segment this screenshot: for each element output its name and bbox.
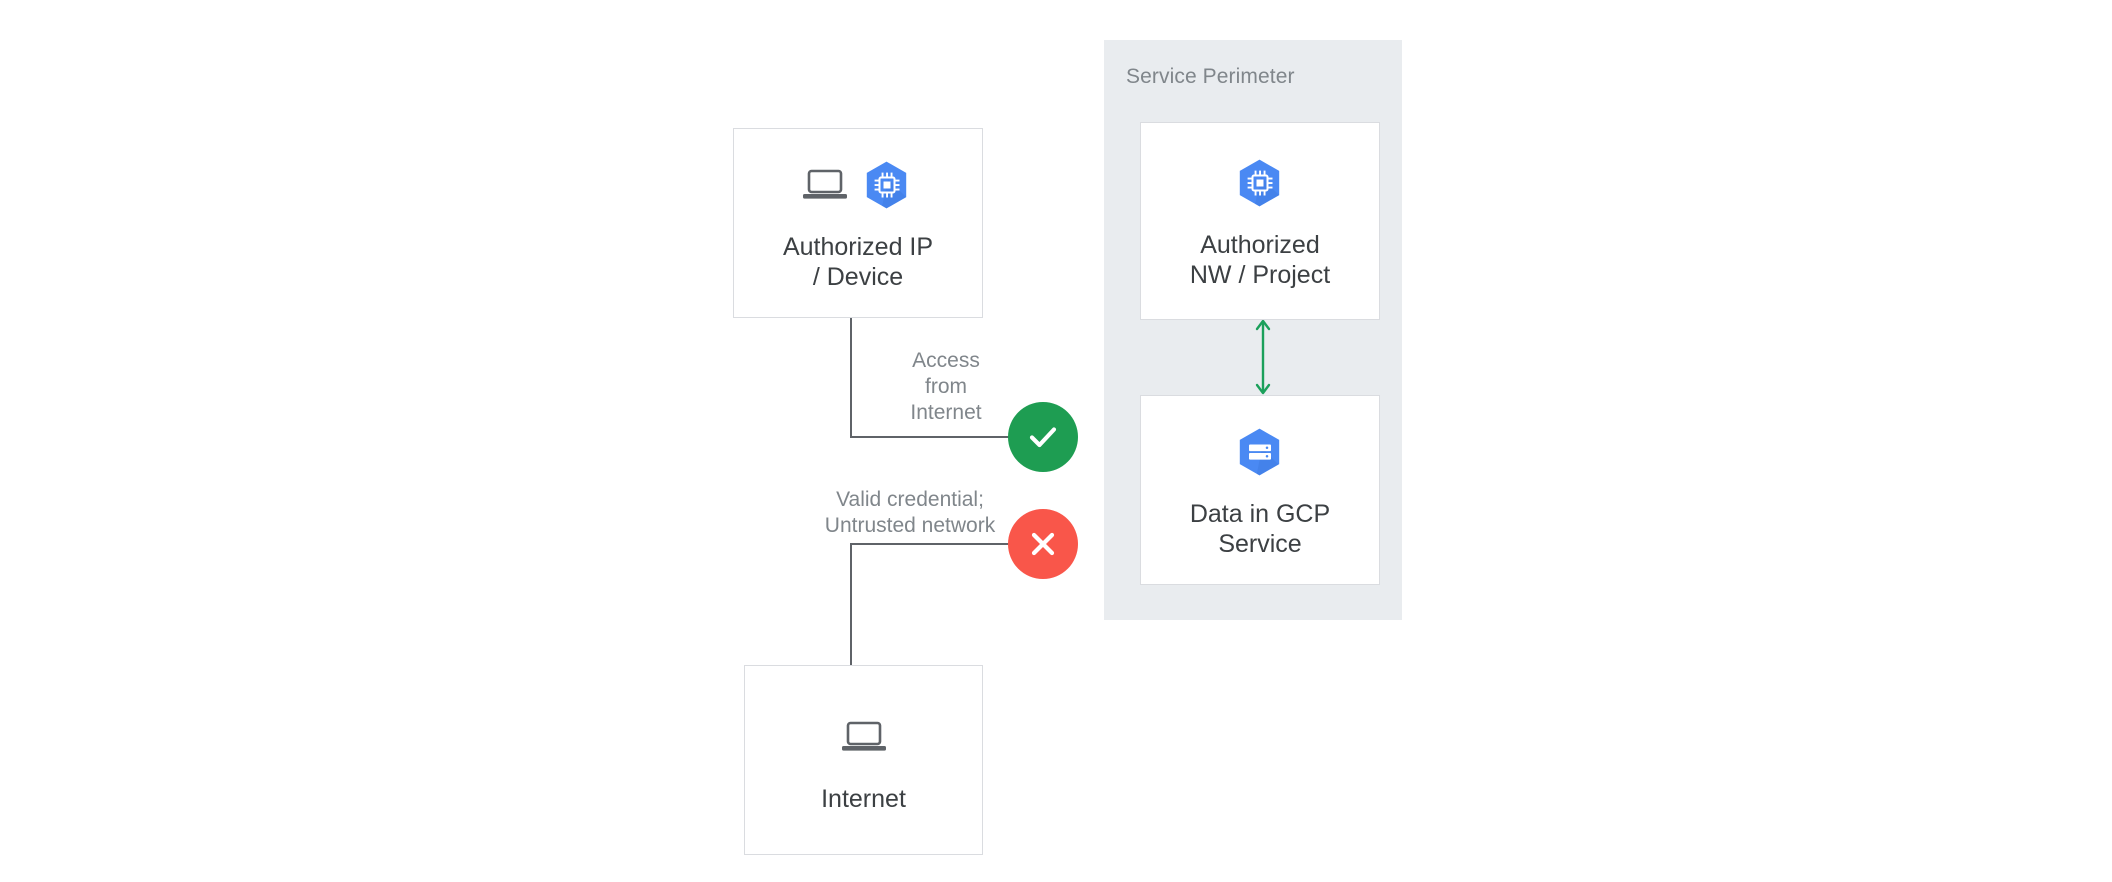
- node-caption: Authorized NW / Project: [1189, 230, 1331, 290]
- storage-database-hexagon-icon: [1234, 426, 1286, 478]
- laptop-icon: [803, 168, 847, 202]
- node-icon-group: [1234, 421, 1286, 483]
- node-data-in-gcp-service[interactable]: Data in GCP Service: [1140, 395, 1380, 585]
- close-icon: [1031, 532, 1055, 556]
- compute-chip-hexagon-icon: [1234, 157, 1286, 209]
- connector-denied-vertical: [850, 543, 852, 667]
- connector-allowed-horizontal: [850, 436, 1065, 438]
- node-caption: Internet: [821, 784, 906, 813]
- double-arrow-icon: [1254, 318, 1272, 396]
- allowed-status-badge: [1008, 402, 1078, 472]
- node-authorized-nw-project[interactable]: Authorized NW / Project: [1140, 122, 1380, 320]
- connector-label-allowed: Access from Internet: [910, 349, 982, 424]
- node-caption: Data in GCP Service: [1189, 499, 1331, 559]
- connector-denied-horizontal: [850, 543, 1065, 545]
- check-icon: [1029, 427, 1057, 448]
- node-caption: Authorized IP / Device: [782, 232, 934, 292]
- node-authorized-ip-device[interactable]: Authorized IP / Device: [733, 128, 983, 318]
- node-internet[interactable]: Internet: [744, 665, 983, 855]
- compute-chip-hexagon-icon: [861, 159, 913, 211]
- node-icon-group: [1234, 152, 1286, 214]
- denied-status-badge: [1008, 509, 1078, 579]
- node-icon-group: [841, 706, 886, 768]
- connector-allowed-vertical: [850, 318, 852, 438]
- connector-label-denied: Valid credential; Untrusted network: [824, 488, 996, 537]
- laptop-icon: [841, 720, 886, 754]
- service-perimeter-label: Service Perimeter: [1126, 65, 1295, 88]
- node-icon-group: [803, 154, 913, 216]
